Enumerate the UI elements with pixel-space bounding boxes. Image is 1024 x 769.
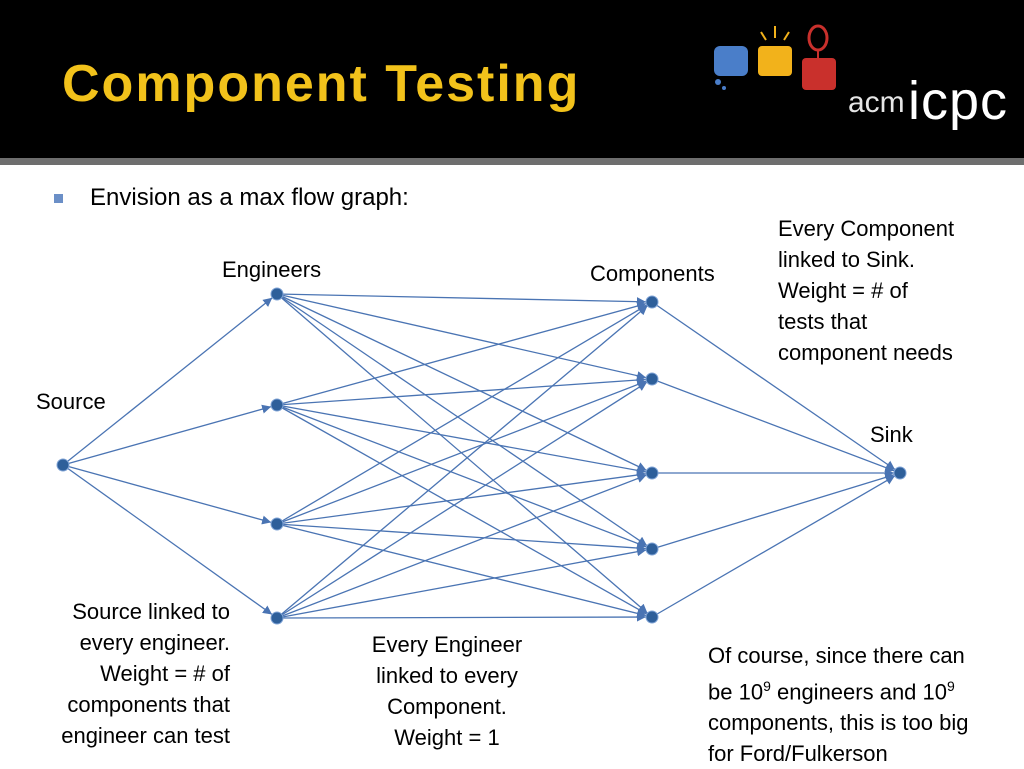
note-line: Of course, since there can [708,643,965,668]
sink-node [893,466,907,480]
component-node [645,295,659,309]
source-engineer-note: Source linked to every engineer. Weight … [20,596,230,751]
exponent: 9 [947,678,955,694]
engineer-component-edge [276,381,648,619]
engineer-node [270,611,284,625]
engineer-component-edge [276,305,648,619]
balloon-icon [802,24,836,90]
note-line: linked to every [376,663,518,688]
note-line: Source linked to [72,599,230,624]
note-line: be 109 engineers and 109 [708,671,968,707]
ford-fulkerson-note: Of course, since there can be 109 engine… [708,640,968,769]
engineer-component-edge [276,293,647,307]
note-line: Every Component [778,216,955,241]
lightbulb-icon [758,26,792,76]
engineer-component-edge [276,523,647,553]
note-line: linked to Sink. [778,247,915,272]
engineer-component-edge [276,547,647,619]
component-node [645,466,659,480]
sink-label: Sink [870,422,913,447]
engineers-label: Engineers [222,257,322,282]
component-node [645,372,659,386]
graph-edges [62,293,896,622]
engineer-component-edge [276,301,647,406]
source-engineer-edge [62,404,272,466]
logo-acm-text: acm [848,86,905,119]
engineer-component-edge [276,404,647,548]
engineer-component-edge [276,380,647,525]
note-line: components that [67,692,230,717]
component-node [645,542,659,556]
engineer-node [270,517,284,531]
engineer-component-edge [276,293,648,547]
engineer-component-edge [276,523,647,618]
note-line: Weight = # of [100,661,230,686]
header-divider [0,158,1024,165]
exponent: 9 [763,678,771,694]
source-engineer-edge [62,464,273,616]
note-line: every engineer. [79,630,230,655]
engineer-node [270,398,284,412]
note-line: for Ford/Fulkerson [708,741,888,767]
engineer-component-edge [276,612,647,622]
engineer-component-edge [276,404,647,475]
engineer-component-edge [276,474,647,619]
slide-header [0,0,1024,158]
component-node [645,610,659,624]
component-sink-edge [651,378,895,472]
note-line: Every Engineer [371,632,523,657]
engineer-component-edge [276,293,647,381]
engineer-component-edge [276,470,647,525]
engineer-node [270,287,284,301]
source-label: Source [36,389,106,414]
engineer-component-edge [276,375,647,406]
graph-nodes [56,287,907,625]
engineer-component-edge [276,293,647,472]
engineer-component-edge [276,304,648,525]
source-engineer-edge [62,464,272,525]
bullet-text: Envision as a max flow graph: [90,184,409,211]
engineer-component-note: Every Engineer linked to every Component… [340,629,554,753]
source-engineer-edge [62,297,273,466]
component-sink-edge [651,473,895,550]
note-text: be 10 [708,679,764,705]
note-line: Weight = 1 [394,725,500,750]
component-sink-edge [651,475,896,618]
component-sink-edge [651,301,896,471]
note-line: engineer can test [61,723,230,748]
acm-icpc-logo: acm icpc [706,24,1018,134]
engineer-component-edge [276,404,648,615]
note-line: component needs [778,340,953,365]
note-text: engineers and 10 [770,679,947,705]
note-line: tests that [778,309,868,334]
logo-icons [714,24,836,90]
bullet-marker [54,194,63,203]
component-sink-note: Every Component linked to Sink. Weight =… [778,213,954,368]
cloud-icon [714,46,748,90]
logo-icpc-text: icpc [908,71,1009,131]
engineer-component-edge [276,293,648,614]
components-label: Components [590,261,715,286]
note-line: Weight = # of [778,278,908,303]
source-node [56,458,70,472]
note-line: components, this is too big [708,710,969,736]
slide-title: Component Testing [62,55,581,113]
note-line: Component. [387,694,507,719]
